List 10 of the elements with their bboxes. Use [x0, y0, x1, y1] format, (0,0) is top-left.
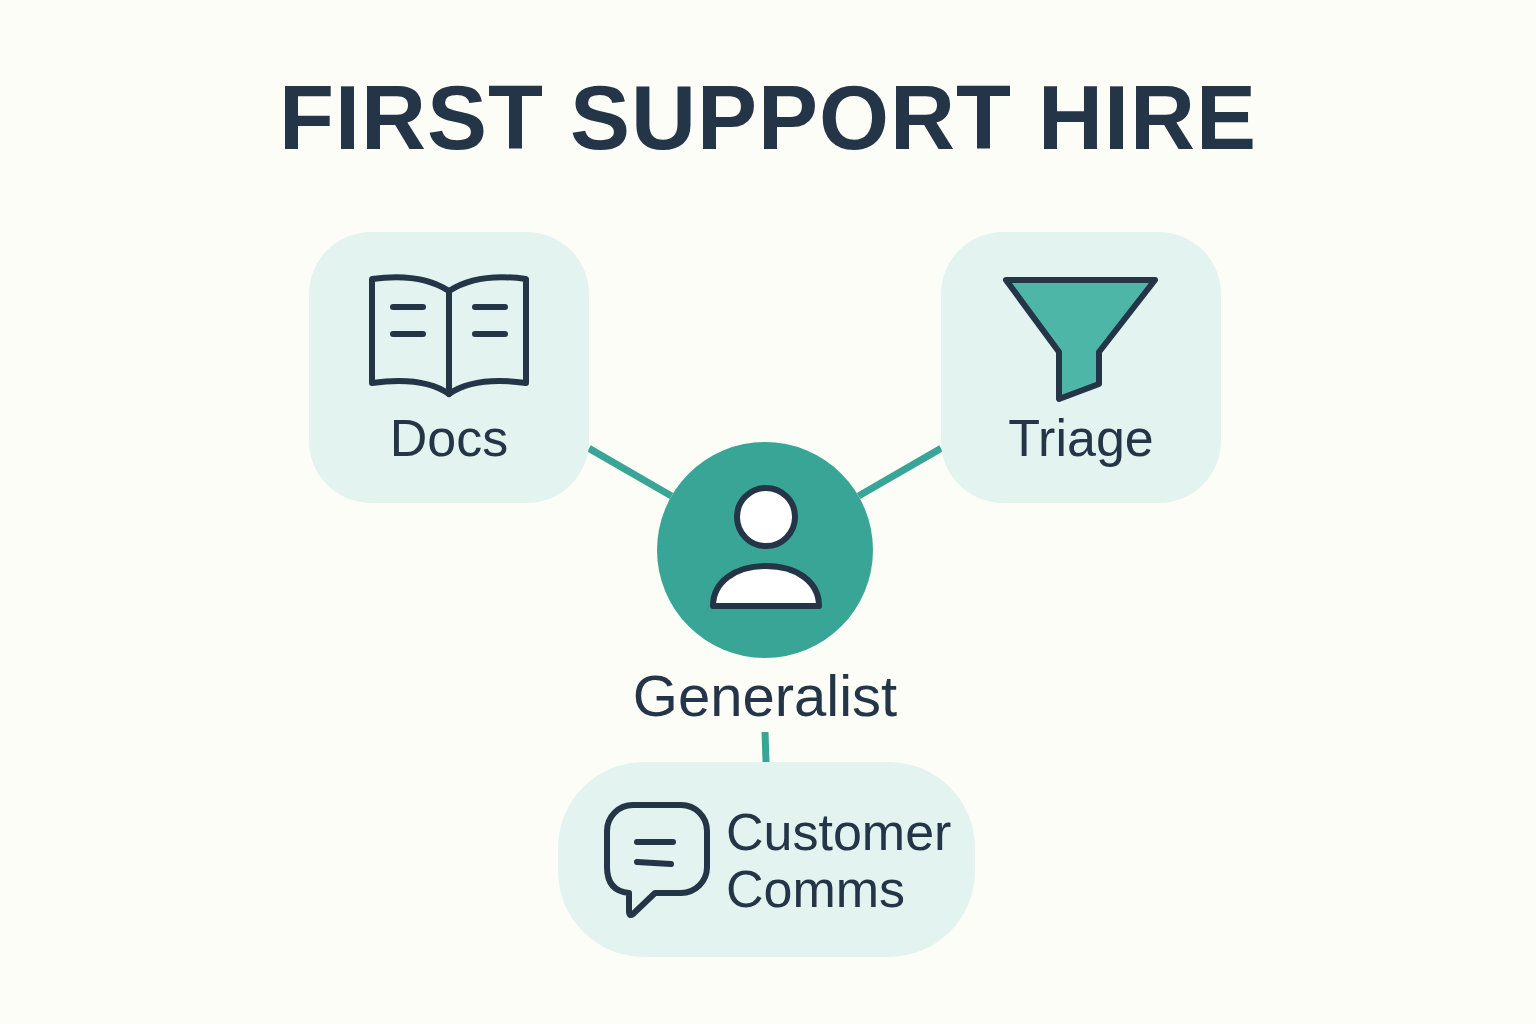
topic-card: [941, 232, 1221, 503]
topic-card: [309, 232, 589, 503]
title: FIRST SUPPORT HIRE: [278, 67, 1258, 170]
connector-line: [761, 731, 770, 763]
node-label: Triage: [1007, 410, 1155, 467]
node-label: Customer Comms: [726, 804, 953, 918]
node-label: Docs: [388, 410, 510, 467]
connector-line: [856, 445, 943, 500]
node-label: Generalist: [631, 664, 899, 728]
connector-line: [587, 445, 674, 500]
